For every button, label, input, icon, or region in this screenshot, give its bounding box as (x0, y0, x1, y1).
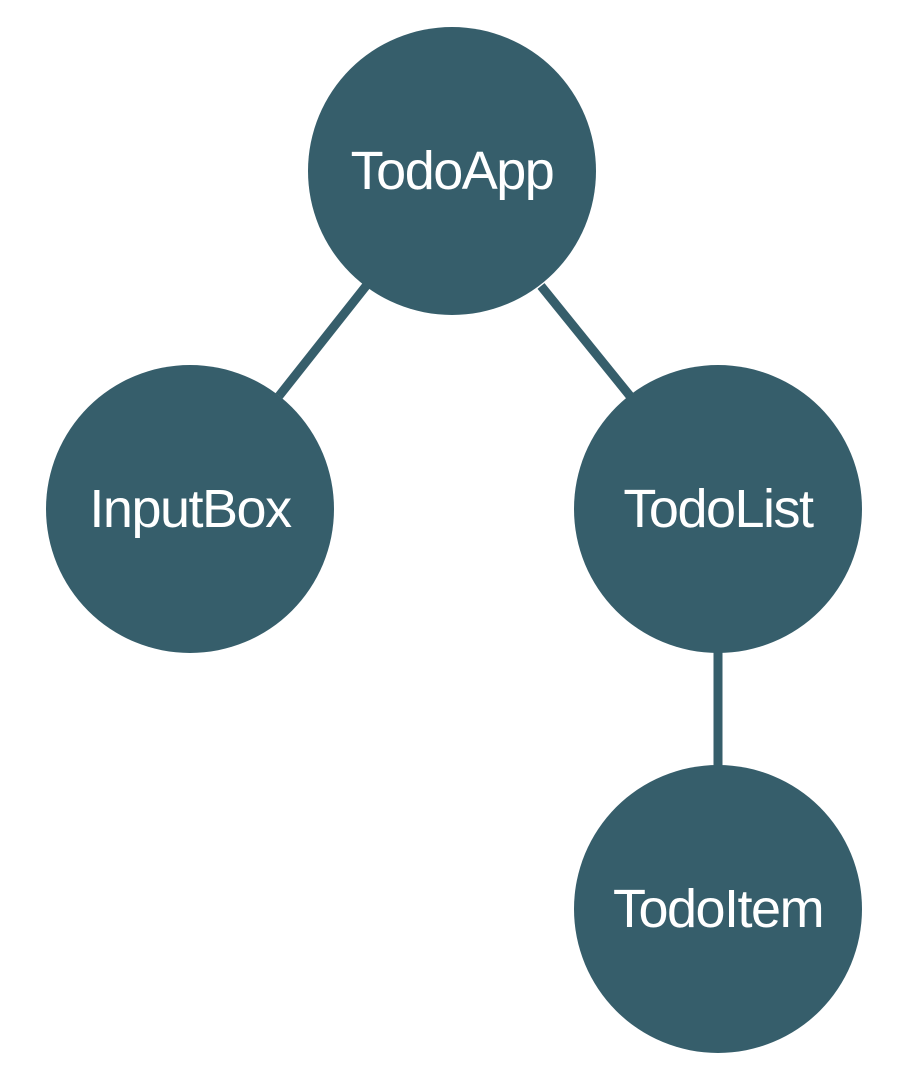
node-todolist-label: TodoList (623, 479, 814, 539)
edge-todoapp-inputbox (275, 283, 370, 399)
edge-todoapp-todolist (537, 283, 634, 399)
node-todoitem-label: TodoItem (613, 879, 823, 939)
node-todoitem: TodoItem (574, 765, 862, 1053)
node-todolist-circle (574, 365, 862, 653)
node-todoitem-circle (574, 765, 862, 1053)
node-todoapp-circle (308, 27, 596, 315)
node-inputbox: InputBox (46, 365, 334, 653)
node-inputbox-label: InputBox (89, 479, 292, 539)
node-todolist: TodoList (574, 365, 862, 653)
node-inputbox-circle (46, 365, 334, 653)
node-todoapp-label: TodoApp (351, 141, 554, 201)
node-todoapp: TodoApp (308, 27, 596, 315)
